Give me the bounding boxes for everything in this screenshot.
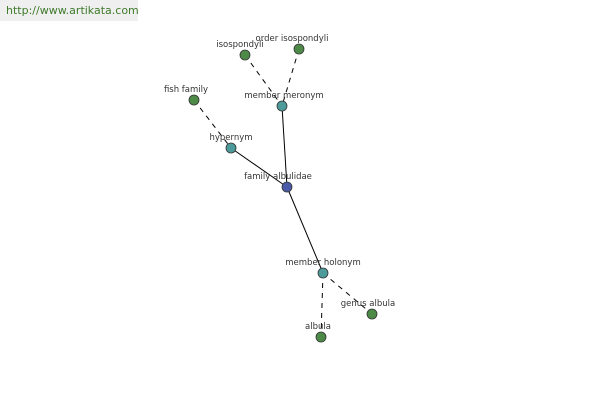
node-dot-member-meronym[interactable] [276,100,288,112]
node-label-family-albulidae: family albulidae [244,172,312,182]
node-dot-albula[interactable] [315,331,327,343]
node-family-albulidae[interactable]: family albulidae [244,172,312,193]
node-dot-genus-albula[interactable] [366,308,378,320]
node-label-genus-albula: genus albula [341,299,395,309]
node-dot-member-holonym[interactable] [317,267,329,279]
edges-layer [193,48,373,338]
node-dot-family-albulidae[interactable] [281,181,293,193]
source-link[interactable]: http://www.artikata.com [6,4,139,17]
node-order-isospondyli[interactable]: order isospondyli [256,34,329,55]
node-label-member-holonym: member holonym [285,258,360,268]
edge-member-meronym-family-albulidae [281,105,288,188]
node-dot-isospondyli[interactable] [239,49,251,61]
edge-family-albulidae-member-holonym [286,186,324,274]
node-label-member-meronym: member meronym [244,91,323,101]
node-dot-order-isospondyli[interactable] [293,43,305,55]
node-label-hypernym: hypernym [209,133,252,143]
node-dot-hypernym[interactable] [225,142,237,154]
node-label-albula: albula [305,322,331,332]
node-hypernym[interactable]: hypernym [209,133,253,154]
node-label-isospondyli: isospondyli [216,40,264,50]
node-label-order-isospondyli: order isospondyli [256,34,329,44]
node-genus-albula[interactable]: genus albula [341,299,395,320]
node-isospondyli[interactable]: isospondyli [216,40,264,61]
source-banner: http://www.artikata.com [0,0,139,21]
edge-member-holonym-genus-albula [322,272,373,315]
node-dot-fish-family[interactable] [188,94,200,106]
edge-member-holonym-albula [320,272,324,338]
node-albula[interactable]: albula [305,322,331,343]
edge-isospondyli-member-meronym [244,54,283,107]
node-fish-family[interactable]: fish family [164,85,208,106]
node-label-fish-family: fish family [164,85,208,95]
node-member-holonym[interactable]: member holonym [285,258,361,279]
edge-fish-family-hypernym [193,99,232,149]
node-member-meronym[interactable]: member meronym [244,91,324,112]
edge-hypernym-family-albulidae [230,147,288,188]
